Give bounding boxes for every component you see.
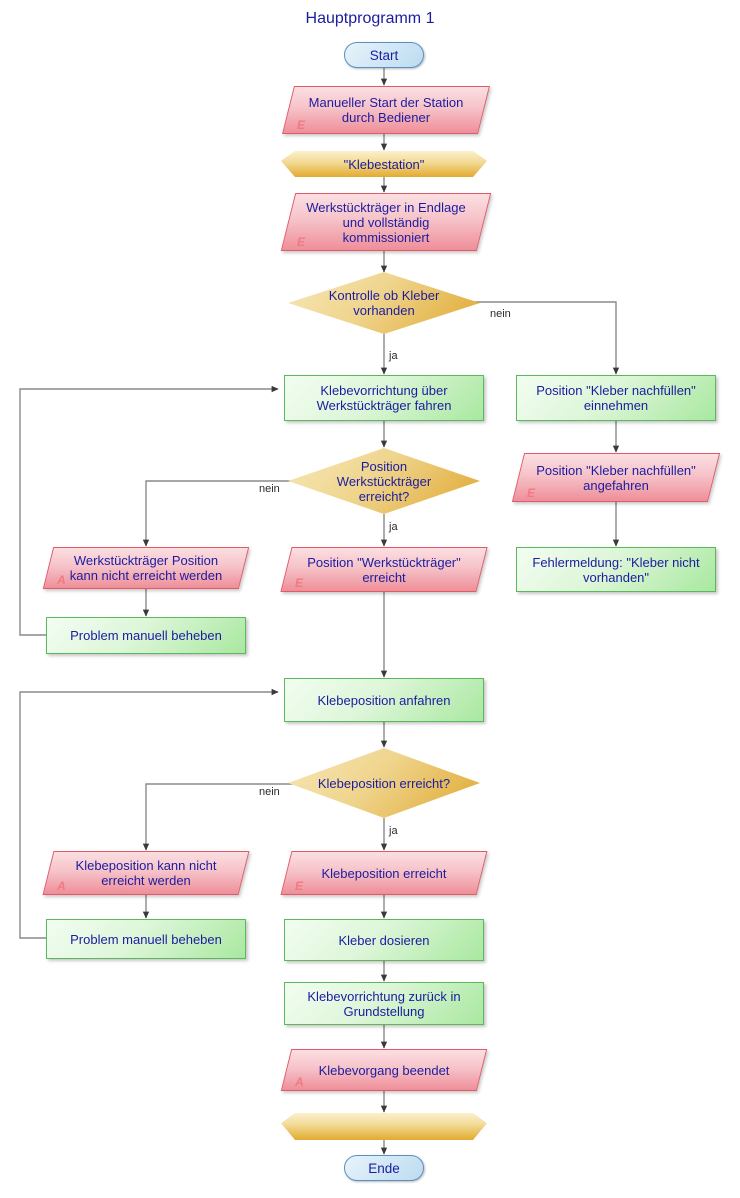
node-tag-e: E	[297, 118, 306, 132]
node-label: Position "Kleber nachfüllen" angefahren	[536, 462, 696, 493]
node-tag-a: A	[295, 1075, 304, 1089]
node-start[interactable]: Start	[344, 42, 424, 68]
node-glue-pos-fail[interactable]: Klebeposition kann nicht erreicht werden…	[42, 851, 250, 895]
node-fix-manual-2[interactable]: Problem manuell beheben	[46, 919, 246, 959]
node-move-device[interactable]: Klebevorrichtung über Werkstückträger fa…	[284, 375, 484, 421]
node-goto-glue-pos[interactable]: Klebeposition anfahren	[284, 678, 484, 722]
node-tag-e: E	[527, 486, 536, 500]
node-glue-pos-reached[interactable]: Klebeposition erreicht E	[280, 851, 488, 895]
node-tag-e: E	[295, 879, 304, 893]
node-label: Klebeposition erreicht?	[317, 775, 451, 791]
node-station-banner[interactable]: "Klebestation"	[281, 151, 487, 177]
edge-label-check-glue-yes: ja	[389, 350, 398, 362]
node-label: Klebeposition erreicht	[321, 865, 447, 881]
node-label	[281, 1113, 487, 1140]
node-check-glue[interactable]: Kontrolle ob Kleber vorhanden	[288, 272, 480, 334]
node-end-banner[interactable]	[281, 1113, 487, 1140]
node-pos-wt-reached[interactable]: Position "Werkstückträger" erreicht E	[280, 547, 488, 592]
node-label: "Klebestation"	[343, 156, 425, 172]
node-pos-wt-reached-question[interactable]: Position Werkstückträger erreicht?	[288, 448, 480, 514]
node-dose-glue[interactable]: Kleber dosieren	[284, 919, 484, 961]
edge-label-glue-pos-no: nein	[259, 786, 280, 798]
node-label: Werkstückträger in Endlage und vollständ…	[306, 199, 466, 245]
node-tag-e: E	[295, 576, 304, 590]
node-end[interactable]: Ende	[344, 1155, 424, 1181]
banner-shape	[281, 151, 487, 177]
node-label: Position Werkstückträger erreicht?	[336, 458, 432, 504]
node-label: Manueller Start der Station durch Bedien…	[308, 95, 464, 125]
node-manual-start[interactable]: Manueller Start der Station durch Bedien…	[282, 86, 490, 134]
node-label: Klebevorgang beendet	[318, 1062, 450, 1078]
node-label: Kontrolle ob Kleber vorhanden	[328, 288, 440, 318]
node-tag-a: A	[57, 879, 66, 893]
node-glue-pos-question[interactable]: Klebeposition erreicht?	[288, 748, 480, 818]
node-glue-done[interactable]: Klebevorgang beendet A	[280, 1049, 488, 1091]
edge-label-glue-pos-yes: ja	[389, 825, 398, 837]
node-tag-e: E	[297, 235, 306, 249]
node-tag-a: A	[57, 573, 66, 587]
node-wt-endlage[interactable]: Werkstückträger in Endlage und vollständ…	[280, 193, 492, 251]
node-wt-pos-fail[interactable]: Werkstückträger Position kann nicht erre…	[42, 547, 250, 589]
node-refill-position[interactable]: Position "Kleber nachfüllen" einnehmen	[516, 375, 716, 421]
node-error-no-glue[interactable]: Fehlermeldung: "Kleber nicht vorhanden"	[516, 547, 716, 592]
edge-label-pos-wt-no: nein	[259, 483, 280, 495]
node-label: Werkstückträger Position kann nicht erre…	[69, 553, 223, 583]
page-title: Hauptprogramm 1	[305, 10, 435, 27]
node-label: Klebeposition kann nicht erreicht werden	[75, 858, 217, 888]
edge-label-check-glue-no: nein	[490, 308, 511, 320]
banner-shape	[281, 1113, 487, 1140]
node-refill-reached[interactable]: Position "Kleber nachfüllen" angefahren …	[511, 453, 721, 502]
edge-label-pos-wt-yes: ja	[389, 521, 398, 533]
node-label: Position "Werkstückträger" erreicht	[307, 554, 461, 585]
node-fix-manual-1[interactable]: Problem manuell beheben	[46, 617, 246, 654]
node-device-home[interactable]: Klebevorrichtung zurück in Grundstellung	[284, 982, 484, 1025]
